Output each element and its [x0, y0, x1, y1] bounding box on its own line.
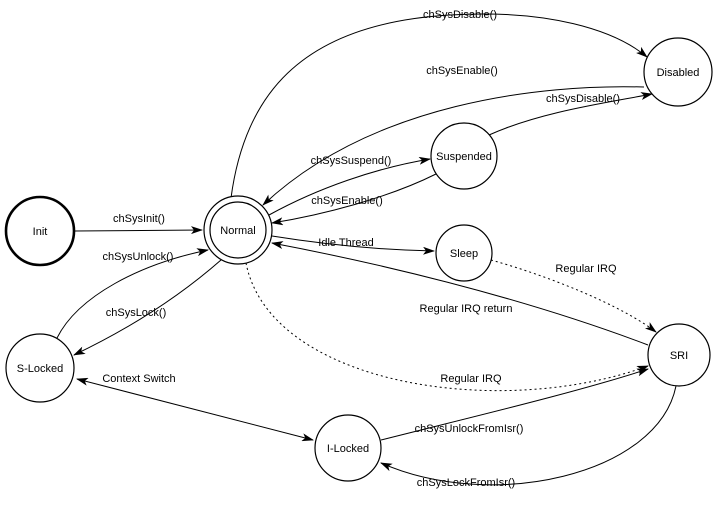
transitions: chSysDisable() chSysEnable() chSysDisabl…: [56, 9, 677, 489]
transition-sri-to-ilocked-path: [380, 385, 677, 486]
transition-slocked-to-normal-path: [56, 248, 209, 339]
transition-sri-to-normal-label: Regular IRQ return: [420, 303, 513, 315]
transition-slocked-ilocked-path: [76, 377, 314, 442]
transition-suspended-to-disabled-label: chSysDisable(): [546, 93, 620, 105]
transition-disabled-to-normal-path: [262, 86, 645, 206]
transition-sri-to-normal-path: [271, 241, 649, 346]
state-sleep-label: Sleep: [450, 248, 478, 260]
transition-normal-to-suspended-path: [268, 156, 431, 216]
state-disabled-label: Disabled: [657, 67, 700, 79]
state-ilocked-label: I-Locked: [327, 443, 369, 455]
state-sri-circle: [647, 323, 711, 387]
transition-sleep-to-sri-label: Regular IRQ: [555, 263, 617, 275]
transition-init-to-normal-path: [73, 226, 203, 235]
state-slocked-label: S-Locked: [17, 363, 63, 375]
state-sleep-circle: [435, 224, 493, 282]
states: Init Normal Disabled Suspended Sleep: [4, 37, 713, 482]
transition-ilocked-to-sri-path: [380, 368, 649, 441]
state-normal-label: Normal: [220, 225, 255, 237]
state-normal: Normal: [203, 195, 273, 265]
transition-normal-to-suspended-label: chSysSuspend(): [311, 155, 392, 167]
transition-normal-to-sri-path: [245, 262, 649, 392]
state-slocked-circle: [5, 333, 75, 403]
state-sri: SRI: [647, 323, 711, 387]
transition-init-to-normal-label: chSysInit(): [113, 213, 165, 225]
transition-ilocked-to-sri-label: chSysUnlockFromIsr(): [415, 423, 524, 435]
state-suspended-label: Suspended: [436, 151, 492, 163]
state-sri-label: SRI: [670, 350, 688, 362]
transition-normal-to-sleep-label: Idle Thread: [318, 237, 373, 249]
transition-normal-to-disabled-label: chSysDisable(): [423, 9, 497, 21]
transition-slocked-to-normal-label: chSysUnlock(): [103, 251, 174, 263]
state-init: Init: [4, 195, 76, 267]
state-slocked: S-Locked: [5, 333, 75, 403]
transition-suspended-to-normal-path: [271, 173, 437, 226]
transition-normal-to-slocked-path: [73, 259, 222, 356]
transition-disabled-to-normal-label: chSysEnable(): [426, 65, 498, 77]
transition-suspended-to-normal-label: chSysEnable(): [311, 195, 383, 207]
transition-slocked-ilocked-label: Context Switch: [102, 373, 175, 385]
transition-normal-to-slocked-label: chSysLock(): [106, 307, 167, 319]
state-disabled: Disabled: [643, 37, 713, 107]
state-suspended: Suspended: [430, 122, 498, 190]
transition-sri-to-ilocked-label: chSysLockFromIsr(): [417, 477, 515, 489]
state-normal-inner-circle: [209, 201, 267, 259]
transition-normal-to-disabled-path: [230, 13, 648, 199]
state-ilocked: I-Locked: [314, 414, 382, 482]
state-suspended-circle: [430, 122, 498, 190]
transition-suspended-to-disabled-path: [488, 92, 653, 136]
transition-normal-to-sri-label: Regular IRQ: [440, 373, 502, 385]
state-init-label: Init: [33, 226, 48, 238]
state-init-circle: [4, 195, 76, 267]
state-sleep: Sleep: [435, 224, 493, 282]
transition-normal-to-sleep-path: [271, 235, 435, 255]
state-disabled-circle: [643, 37, 713, 107]
state-ilocked-circle: [314, 414, 382, 482]
